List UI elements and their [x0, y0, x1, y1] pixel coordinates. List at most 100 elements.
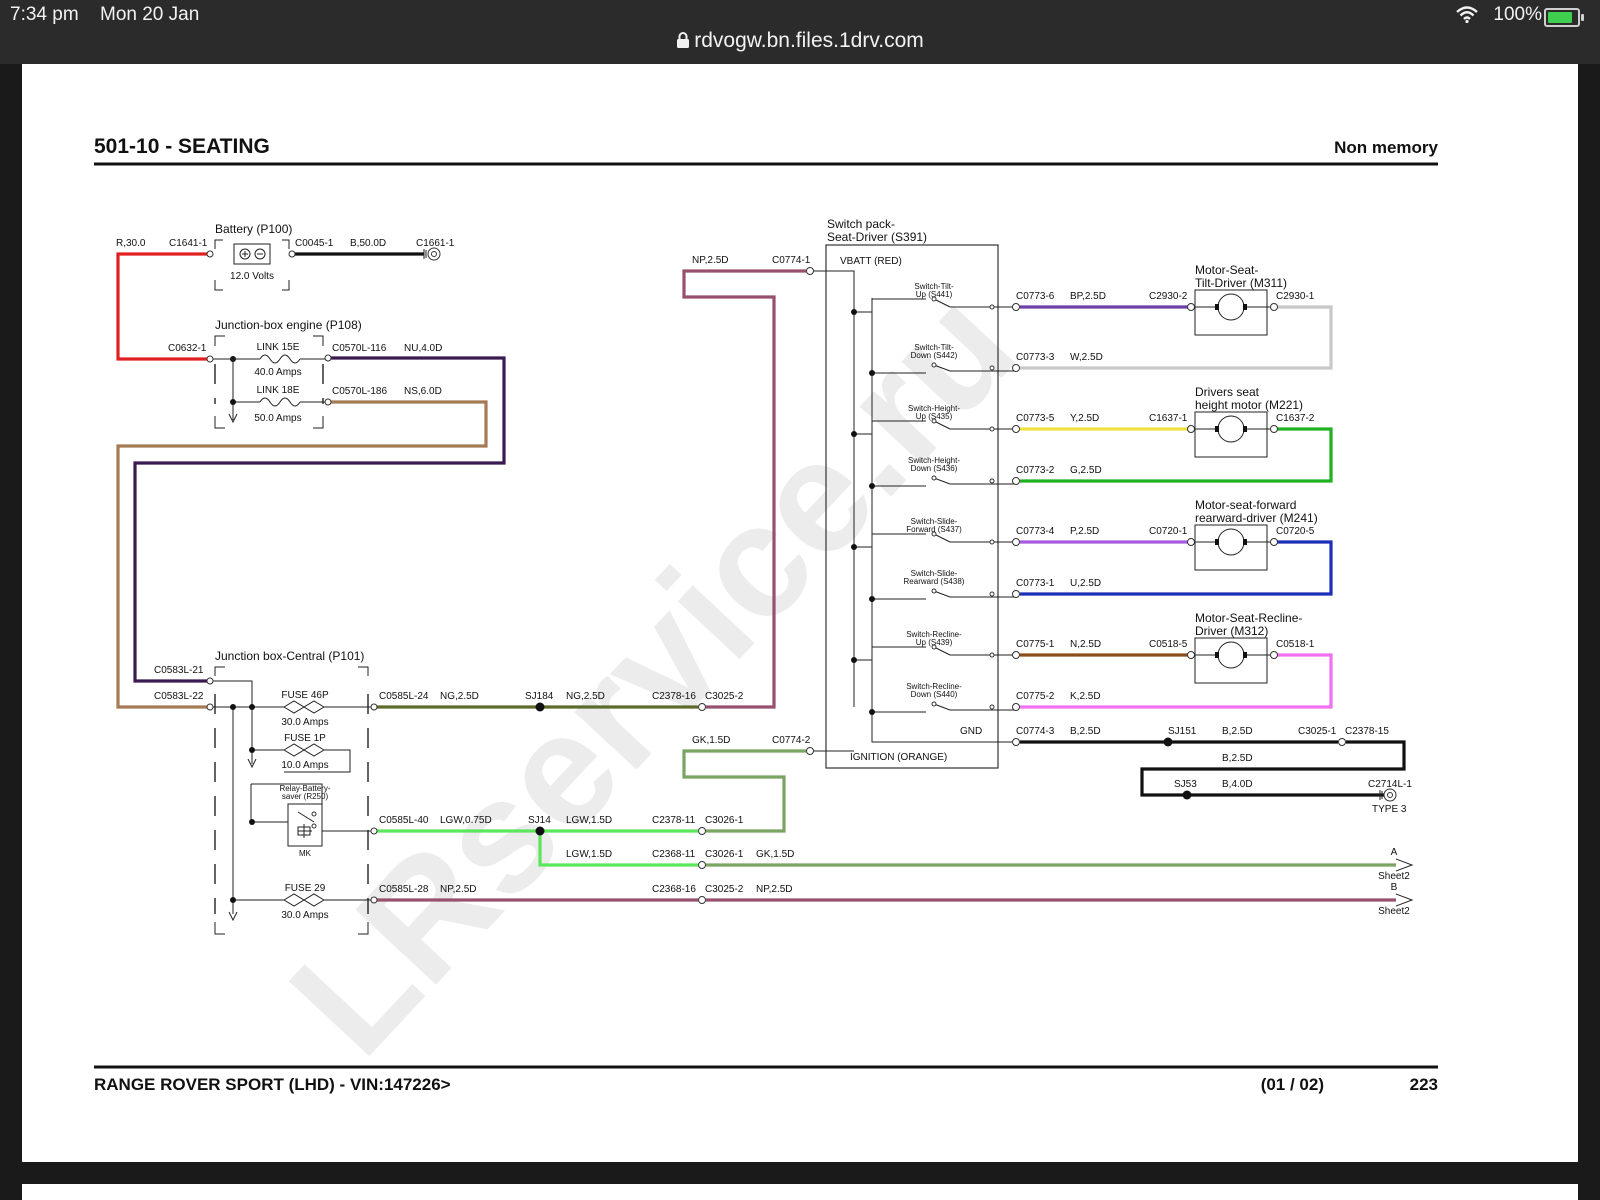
motor-name: Motor-Seat-Recline- — [1195, 611, 1302, 625]
motor-name: Motor-seat-forward — [1195, 498, 1296, 512]
junction-node — [851, 544, 857, 550]
switch-terminal — [989, 478, 995, 484]
motor-brush — [1215, 539, 1219, 545]
switch-name-line2: Down (S442) — [911, 351, 958, 360]
wire-label: LGW,1.5D — [566, 815, 612, 826]
pin-label: C2378-16 — [652, 691, 696, 702]
pin-label: C0585L-28 — [379, 884, 429, 895]
switch-terminal — [931, 418, 937, 424]
pin-label: C3025-1 — [1298, 726, 1337, 737]
connector-terminal — [1012, 590, 1020, 598]
pin-label: C0773-6 — [1016, 291, 1055, 302]
status-bar: 7:34 pm Mon 20 Jan rdvogw.bn.files.1drv.… — [0, 0, 1600, 64]
motor-brush — [1215, 652, 1219, 658]
switch-name: Switch-Recline- — [906, 682, 962, 691]
pin-label: C0583L-21 — [154, 665, 204, 676]
splice-area: SJ184 NG,2.5D C2378-16 C3025-2 SJ14 LGW,… — [525, 691, 1410, 917]
pin-label: C3025-2 — [705, 691, 744, 702]
wifi-icon — [1456, 6, 1478, 23]
fuse-1p-label: FUSE 1P — [284, 733, 326, 744]
wire-label: GK,1.5D — [756, 849, 794, 860]
pin-label: C0774-3 — [1016, 726, 1055, 737]
junction-node — [851, 431, 857, 437]
footer-vehicle: RANGE ROVER SPORT (LHD) - VIN:147226> — [94, 1075, 451, 1094]
pin-label: C0773-1 — [1016, 578, 1055, 589]
status-date: Mon 20 Jan — [100, 4, 200, 25]
splice-sj184: SJ184 — [525, 691, 554, 702]
pin-label: C0585L-24 — [379, 691, 429, 702]
link-18e-rating: 50.0 Amps — [254, 413, 301, 424]
pin-label: C0774-1 — [772, 255, 811, 266]
fuse-46p-label: FUSE 46P — [281, 690, 329, 701]
switch-name: Switch-Height- — [908, 456, 960, 465]
switch-contact — [872, 590, 1016, 600]
motor-symbol — [1217, 415, 1245, 443]
junction-node — [869, 483, 875, 489]
pin-label: C0773-5 — [1016, 413, 1055, 424]
junction-node — [851, 309, 857, 315]
connector-terminal — [1187, 538, 1195, 546]
junction-node — [869, 370, 875, 376]
switch-terminal — [989, 304, 995, 310]
wire-label: B,2.5D — [1222, 726, 1253, 737]
pin-label: C2930-2 — [1149, 291, 1188, 302]
address-bar[interactable]: rdvogw.bn.files.1drv.com — [0, 29, 1600, 53]
sheet-ref-b: Sheet2 — [1378, 906, 1410, 917]
switch-name: Switch-Tilt- — [914, 282, 954, 291]
wire-label: B,2.5D — [1222, 753, 1253, 764]
pin-label: C0775-1 — [1016, 639, 1055, 650]
switch-terminal — [931, 588, 937, 594]
switch-name-line2: Up (S439) — [916, 638, 953, 647]
wire-label: NP,2.5D — [692, 255, 729, 266]
motor-symbol — [1217, 293, 1245, 321]
wire-label: NP,2.5D — [756, 884, 793, 895]
next-page-edge — [22, 1184, 1578, 1200]
pin-label: C0045-1 — [295, 238, 334, 249]
switch-terminal — [989, 652, 995, 658]
fuse-29-rating: 30.0 Amps — [281, 910, 328, 921]
motor-name-line2: Tilt-Driver (M311) — [1195, 276, 1287, 290]
motor-brush — [1215, 426, 1219, 432]
wire-label: U,2.5D — [1070, 578, 1101, 589]
splice-sj53: SJ53 — [1174, 779, 1197, 790]
motor-name: Drivers seat — [1195, 385, 1260, 399]
wire-gk-ign — [682, 749, 806, 833]
connector-terminal — [1187, 425, 1195, 433]
page-title: 501-10 - SEATING — [94, 135, 270, 158]
pin-label: C0583L-22 — [154, 691, 204, 702]
fuse-1p-rating: 10.0 Amps — [281, 760, 328, 771]
motor-brush — [1243, 426, 1247, 432]
wire-b-gnd-2 — [1140, 740, 1406, 797]
switch-name-line2: Down (S440) — [911, 690, 958, 699]
document-page: LRservice.ru 501-10 - SEATING Non memory… — [22, 64, 1578, 1162]
wire-label: B,4.0D — [1222, 779, 1253, 790]
pin-label: C2378-11 — [652, 815, 696, 826]
battery-voltage: 12.0 Volts — [230, 271, 274, 282]
pin-label: C3025-2 — [705, 884, 744, 895]
switch-terminal — [989, 539, 995, 545]
watermark: LRservice.ru — [256, 256, 1048, 1087]
ground-type: TYPE 3 — [1372, 804, 1407, 815]
wire-label: LGW,0.75D — [440, 815, 492, 826]
wire-label: G,2.5D — [1070, 465, 1102, 476]
switch-terminal — [931, 475, 937, 481]
footer-page-number: 223 — [1410, 1075, 1438, 1094]
wire-lgw-branch — [538, 831, 698, 867]
wire-label: B,2.5D — [1070, 726, 1101, 737]
ignition-label: IGNITION (ORANGE) — [850, 752, 947, 763]
wire-k — [1020, 653, 1333, 709]
fuse-29-label: FUSE 29 — [285, 883, 326, 894]
motor-name-line2: rearward-driver (M241) — [1195, 511, 1318, 525]
sheet-ref-a: Sheet2 — [1378, 871, 1410, 882]
pin-label: C1637-1 — [1149, 413, 1188, 424]
arrow-b-label: B — [1391, 882, 1398, 893]
wire-u — [1020, 540, 1333, 596]
switch-name: Switch-Height- — [908, 404, 960, 413]
vbatt-label: VBATT (RED) — [840, 256, 902, 267]
pin-label: C2714L-1 — [1368, 779, 1412, 790]
